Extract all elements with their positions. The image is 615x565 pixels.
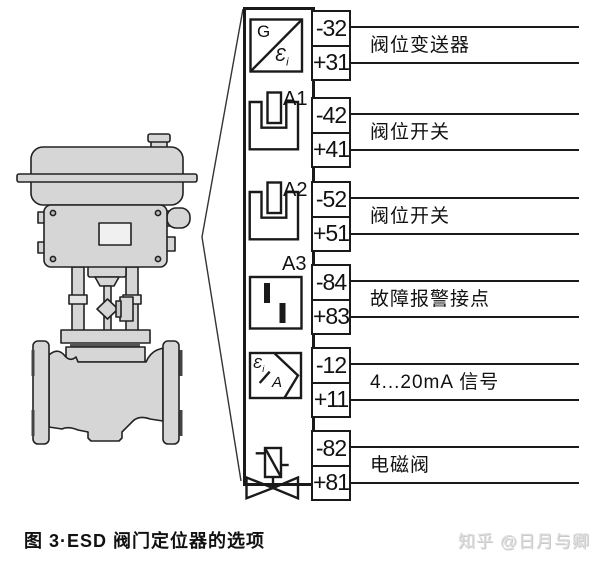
wire bbox=[351, 399, 579, 401]
wire bbox=[351, 233, 579, 235]
terminal-pair-4: -84 +83 bbox=[311, 264, 351, 335]
pipe-flange-right bbox=[162, 340, 180, 445]
control-valve-illustration bbox=[16, 133, 198, 445]
device-id-a1: A1 bbox=[283, 88, 308, 110]
actuator-flange bbox=[16, 173, 198, 183]
terminal-pos: +81 bbox=[313, 469, 350, 496]
terminal-pair-3: -52 +51 bbox=[311, 181, 351, 252]
limit-switch-icon bbox=[248, 91, 300, 151]
wire bbox=[351, 363, 579, 365]
device-id-a2: A2 bbox=[283, 179, 308, 201]
stem-connector bbox=[96, 298, 119, 320]
yoke-clamp bbox=[68, 294, 88, 305]
wire bbox=[351, 316, 579, 318]
transmitter-letter-ei: Ɛi bbox=[275, 45, 289, 69]
limit-switch-icon bbox=[248, 181, 300, 241]
fault-contact-icon bbox=[248, 275, 303, 330]
wire bbox=[351, 62, 579, 64]
bonnet-gasket bbox=[70, 343, 140, 348]
letter-e: Ɛ bbox=[253, 355, 263, 372]
travel-scale bbox=[115, 300, 122, 318]
stem-coupling-taper bbox=[94, 276, 120, 287]
terminal-pos: +11 bbox=[313, 386, 349, 413]
options-box bbox=[243, 7, 315, 486]
callout-leader-lines bbox=[201, 8, 244, 482]
actuator-vent-cap bbox=[147, 133, 171, 143]
wire-label-position-switch-1: 阀位开关 bbox=[370, 122, 451, 143]
wire-label-position-transmitter: 阀位变送器 bbox=[370, 35, 471, 56]
flange-edge-mark bbox=[31, 410, 35, 436]
wire bbox=[351, 197, 579, 199]
wire bbox=[351, 149, 579, 151]
transmitter-letter-g: G bbox=[257, 22, 271, 41]
terminal-pair-6: -82 +81 bbox=[311, 430, 351, 501]
flange-edge-mark bbox=[179, 350, 183, 376]
terminal-neg: -52 bbox=[313, 183, 349, 218]
housing-screw bbox=[49, 209, 57, 217]
converter-letter-a: A bbox=[272, 374, 283, 391]
terminal-neg: -32 bbox=[313, 12, 349, 47]
terminal-neg: -84 bbox=[313, 266, 349, 301]
wire-label-signal-4-20ma: 4...20mA 信号 bbox=[370, 372, 500, 393]
travel-indicator bbox=[119, 296, 134, 322]
letter-sub-i: i bbox=[262, 364, 265, 374]
device-id-a3: A3 bbox=[282, 253, 307, 275]
housing-screw bbox=[154, 209, 162, 217]
figure-caption: 图 3·ESD 阀门定位器的选项 bbox=[24, 531, 266, 551]
terminal-pos: +83 bbox=[313, 303, 350, 330]
converter-letter-ei: Ɛi bbox=[253, 355, 264, 374]
flange-edge-mark bbox=[179, 410, 183, 436]
position-transmitter-icon bbox=[249, 18, 304, 73]
terminal-pos: +41 bbox=[313, 136, 350, 163]
terminal-pair-1: -32 +31 bbox=[311, 10, 351, 81]
letter-sub-i: i bbox=[286, 56, 289, 69]
valve-body bbox=[48, 347, 164, 442]
wire-label-solenoid-valve: 电磁阀 bbox=[370, 455, 431, 476]
wire bbox=[351, 113, 579, 115]
terminal-neg: -12 bbox=[313, 349, 349, 384]
watermark: 知乎 @日月与卿 bbox=[458, 532, 590, 551]
terminal-neg: -42 bbox=[313, 99, 349, 134]
cable-gland bbox=[166, 207, 191, 229]
wire bbox=[351, 482, 579, 484]
wire bbox=[351, 280, 579, 282]
terminal-pair-2: -42 +41 bbox=[311, 97, 351, 168]
pipe-flange-left bbox=[32, 340, 50, 445]
wire-label-position-switch-2: 阀位开关 bbox=[370, 206, 451, 227]
terminal-neg: -82 bbox=[313, 432, 349, 467]
terminal-pair-5: -12 +11 bbox=[311, 347, 351, 418]
solenoid-valve-icon bbox=[245, 446, 300, 501]
wire bbox=[351, 446, 579, 448]
housing-screw bbox=[49, 255, 57, 263]
wire bbox=[351, 26, 579, 28]
bonnet-flange bbox=[60, 329, 151, 344]
terminal-pos: +31 bbox=[313, 49, 350, 76]
housing-screw bbox=[154, 255, 162, 263]
ia-converter-icon bbox=[248, 351, 303, 400]
wire-label-fault-alarm-contact: 故障报警接点 bbox=[370, 289, 491, 310]
terminal-pos: +51 bbox=[313, 220, 350, 247]
letter-e: Ɛ bbox=[275, 45, 287, 65]
flange-edge-mark bbox=[31, 350, 35, 376]
positioner-display bbox=[98, 222, 132, 246]
